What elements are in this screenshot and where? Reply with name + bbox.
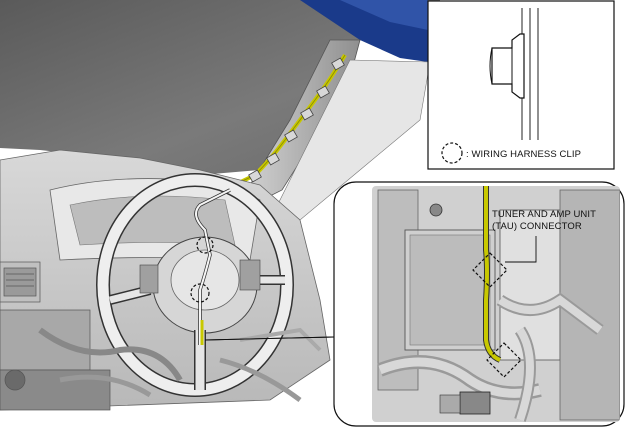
callout-label-line1: TUNER AND AMP UNIT — [492, 209, 597, 220]
tau-clip-marker-2 — [486, 342, 522, 378]
clip-detail-inset — [427, 0, 615, 170]
pillar-clips — [248, 57, 345, 183]
main-view — [0, 0, 440, 411]
lower-wiring — [38, 327, 322, 403]
tau-callout — [333, 181, 625, 427]
tau-leader — [505, 236, 537, 263]
legend-clip-symbol — [441, 142, 463, 164]
tau-clip-marker-1 — [472, 252, 508, 288]
clip-circle-1 — [196, 236, 214, 254]
clip-circle-2 — [190, 283, 210, 303]
callout-label-line2: (TAU) CONNECTOR — [492, 221, 582, 232]
clip-illustration — [491, 33, 525, 99]
legend-wiring-harness-clip: : WIRING HARNESS CLIP — [466, 149, 582, 160]
